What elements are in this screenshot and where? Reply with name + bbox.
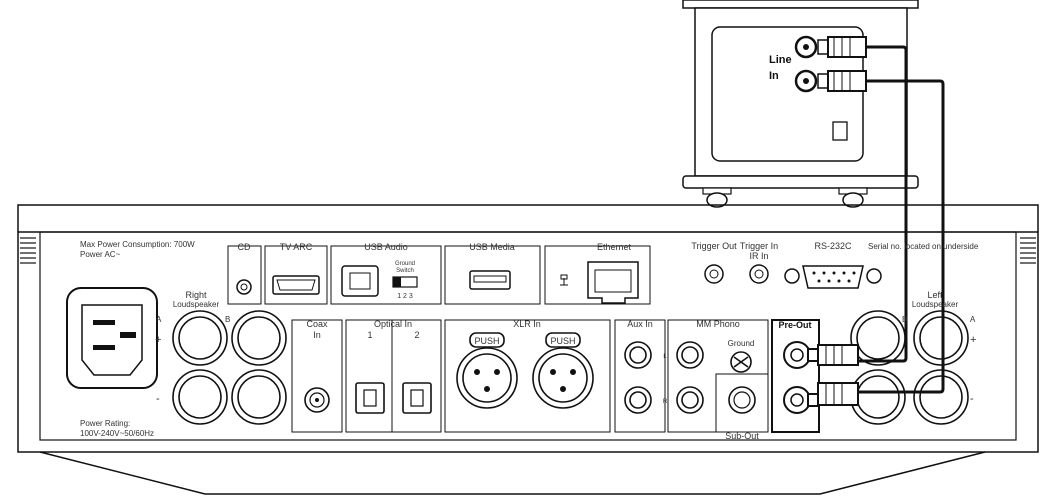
- ethernet-port: [587, 261, 639, 304]
- right-speaker-label-1: Right: [185, 290, 207, 300]
- right-term-b: B: [225, 315, 230, 324]
- subwoofer: [682, 0, 919, 208]
- cd-socket: [236, 279, 252, 295]
- left-speaker-terminals: [850, 310, 969, 425]
- right-speaker-label-2: Loudspeaker: [173, 300, 220, 309]
- right-plus: +: [155, 334, 161, 346]
- rs232-label: RS-232C: [814, 241, 852, 251]
- trigger-out-label: Trigger Out: [691, 241, 737, 251]
- usb-media-label: USB Media: [469, 242, 515, 252]
- trigger-out-jack: [704, 264, 724, 284]
- trigger-in-jack: [749, 264, 769, 284]
- push-label-2: PUSH: [550, 336, 575, 346]
- xlr-inputs: [456, 332, 594, 409]
- push-label-1: PUSH: [474, 336, 499, 346]
- right-term-a: A: [156, 315, 162, 324]
- ir-in-label: IR In: [749, 251, 768, 261]
- hdmi-port: [272, 275, 320, 295]
- ground-switch-label-2: Switch: [396, 268, 414, 274]
- ground-switch-label-1: Ground: [395, 261, 415, 267]
- rs232-port: [784, 265, 882, 289]
- usb-audio-label: USB Audio: [364, 242, 408, 252]
- optical-2-label: 2: [414, 330, 419, 340]
- tv-arc-label: TV ARC: [280, 242, 313, 252]
- pre-out-label: Pre-Out: [778, 320, 811, 330]
- serial-no-label: Serial no. located on underside: [868, 242, 979, 251]
- sub-out-socket: [728, 386, 756, 414]
- left-speaker-label-1: Left: [927, 290, 943, 300]
- optical-1-port: [355, 382, 385, 414]
- right-minus: -: [156, 393, 160, 405]
- mm-phono-label: MM Phono: [696, 319, 740, 329]
- power-ac-label: Power AC~: [80, 250, 121, 259]
- ethernet-label: Ethernet: [597, 242, 632, 252]
- power-rating-label-1: Power Rating:: [80, 419, 130, 428]
- left-plus: +: [970, 334, 976, 346]
- sub-in-label: In: [769, 70, 779, 82]
- coax-label-1: Coax: [306, 319, 328, 329]
- right-speaker-terminals: [172, 310, 287, 425]
- usb-b-port: [341, 265, 379, 297]
- amplifier-body: [17, 204, 1039, 495]
- pre-out-frame: [771, 319, 820, 433]
- unit-labels: Max Power Consumption: 700W Power AC~ Po…: [80, 240, 979, 441]
- sub-out-label: Sub-Out: [725, 431, 759, 441]
- pre-out-top-socket: [783, 341, 811, 369]
- ground-switch-nums: 1 2 3: [397, 293, 413, 300]
- left-term-b: B: [902, 315, 907, 324]
- ground-label: Ground: [728, 339, 755, 348]
- aux-r-label: R: [663, 399, 668, 405]
- trigger-in-label: Trigger In: [740, 241, 778, 251]
- aux-mm-rca: [624, 341, 752, 414]
- aux-in-label: Aux In: [627, 319, 653, 329]
- coax-label-2: In: [313, 330, 321, 340]
- power-inlet: [66, 287, 158, 389]
- optical-1-label: 1: [367, 330, 372, 340]
- coax-socket: [304, 387, 330, 413]
- left-term-a: A: [970, 315, 976, 324]
- cd-label: CD: [238, 242, 251, 252]
- max-power-label: Max Power Consumption: 700W: [80, 240, 195, 249]
- left-minus: -: [970, 393, 974, 405]
- power-rating-label-2: 100V-240V~50/60Hz: [80, 429, 154, 438]
- optical-in-label: Optical In: [374, 319, 412, 329]
- sub-line-label: Line: [769, 54, 792, 66]
- xlr-in-label: XLR In: [513, 319, 541, 329]
- pre-out-plugs: [807, 344, 859, 407]
- rca-cables: [858, 45, 945, 394]
- aux-l-label: L: [663, 354, 667, 360]
- left-speaker-label-2: Loudspeaker: [912, 300, 959, 309]
- optical-2-port: [402, 382, 432, 414]
- usb-a-port: [469, 270, 511, 290]
- pre-out-bottom-socket: [783, 386, 811, 414]
